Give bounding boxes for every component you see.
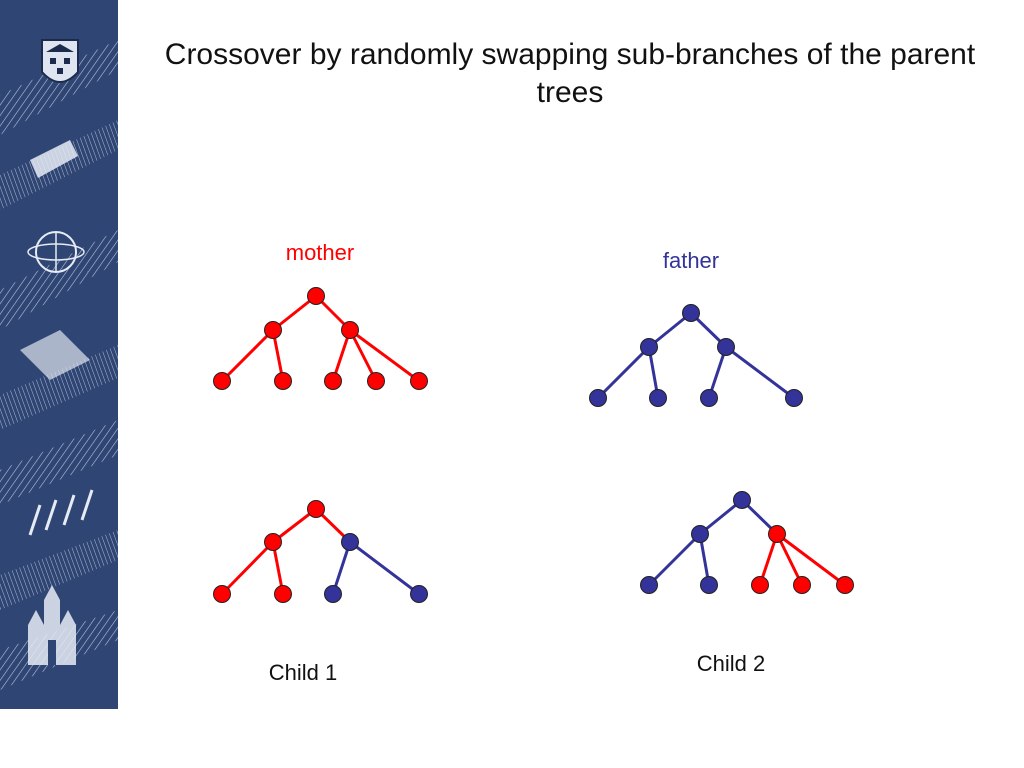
tree-node — [793, 576, 811, 594]
tree-label-mother: mother — [286, 240, 354, 265]
tree-edge — [776, 532, 846, 587]
tree-node — [410, 585, 428, 603]
tree-node — [785, 389, 803, 407]
tree-node — [341, 533, 359, 551]
tree-edge — [272, 294, 317, 332]
tree-node — [768, 525, 786, 543]
tree-node — [836, 576, 854, 594]
tree-edge — [775, 533, 804, 586]
tree-node — [341, 321, 359, 339]
tree-node — [213, 585, 231, 603]
tree-label-child2: Child 2 — [697, 651, 765, 676]
tree-node — [700, 389, 718, 407]
tree-node — [274, 372, 292, 390]
tree-child2: Child 2 — [640, 491, 854, 676]
tree-node — [264, 321, 282, 339]
tree-node — [589, 389, 607, 407]
tree-node — [324, 372, 342, 390]
tree-edge — [725, 345, 795, 400]
tree-edge — [596, 345, 651, 400]
tree-edge — [220, 328, 275, 383]
tree-node — [700, 576, 718, 594]
tree-mother: mother — [213, 240, 428, 390]
tree-node — [691, 525, 709, 543]
slide-title: Crossover by randomly swapping sub-branc… — [164, 38, 976, 109]
tree-edge — [348, 329, 378, 382]
tree-node — [410, 372, 428, 390]
tree-node — [367, 372, 385, 390]
tree-node — [307, 500, 325, 518]
tree-node — [717, 338, 735, 356]
tree-father: father — [589, 248, 803, 407]
tree-node — [751, 576, 769, 594]
tree-edge — [647, 532, 702, 587]
tree-node — [640, 338, 658, 356]
tree-node — [274, 585, 292, 603]
tree-node — [649, 389, 667, 407]
tree-label-father: father — [663, 248, 719, 273]
tree-node — [264, 533, 282, 551]
tree-node — [682, 304, 700, 322]
tree-edge — [648, 311, 692, 349]
tree-node — [307, 287, 325, 305]
tree-edge — [349, 540, 420, 596]
tree-label-child1: Child 1 — [269, 660, 337, 685]
tree-edge — [331, 541, 352, 595]
tree-child1: Child 1 — [213, 500, 428, 685]
tree-node — [324, 585, 342, 603]
tree-node — [640, 576, 658, 594]
tree-edge — [220, 540, 275, 596]
tree-edge — [699, 498, 743, 536]
tree-node — [733, 491, 751, 509]
tree-edge — [272, 507, 317, 544]
tree-edge — [349, 328, 420, 383]
tree-node — [213, 372, 231, 390]
sidebar-banner-art-icon — [0, 0, 118, 709]
